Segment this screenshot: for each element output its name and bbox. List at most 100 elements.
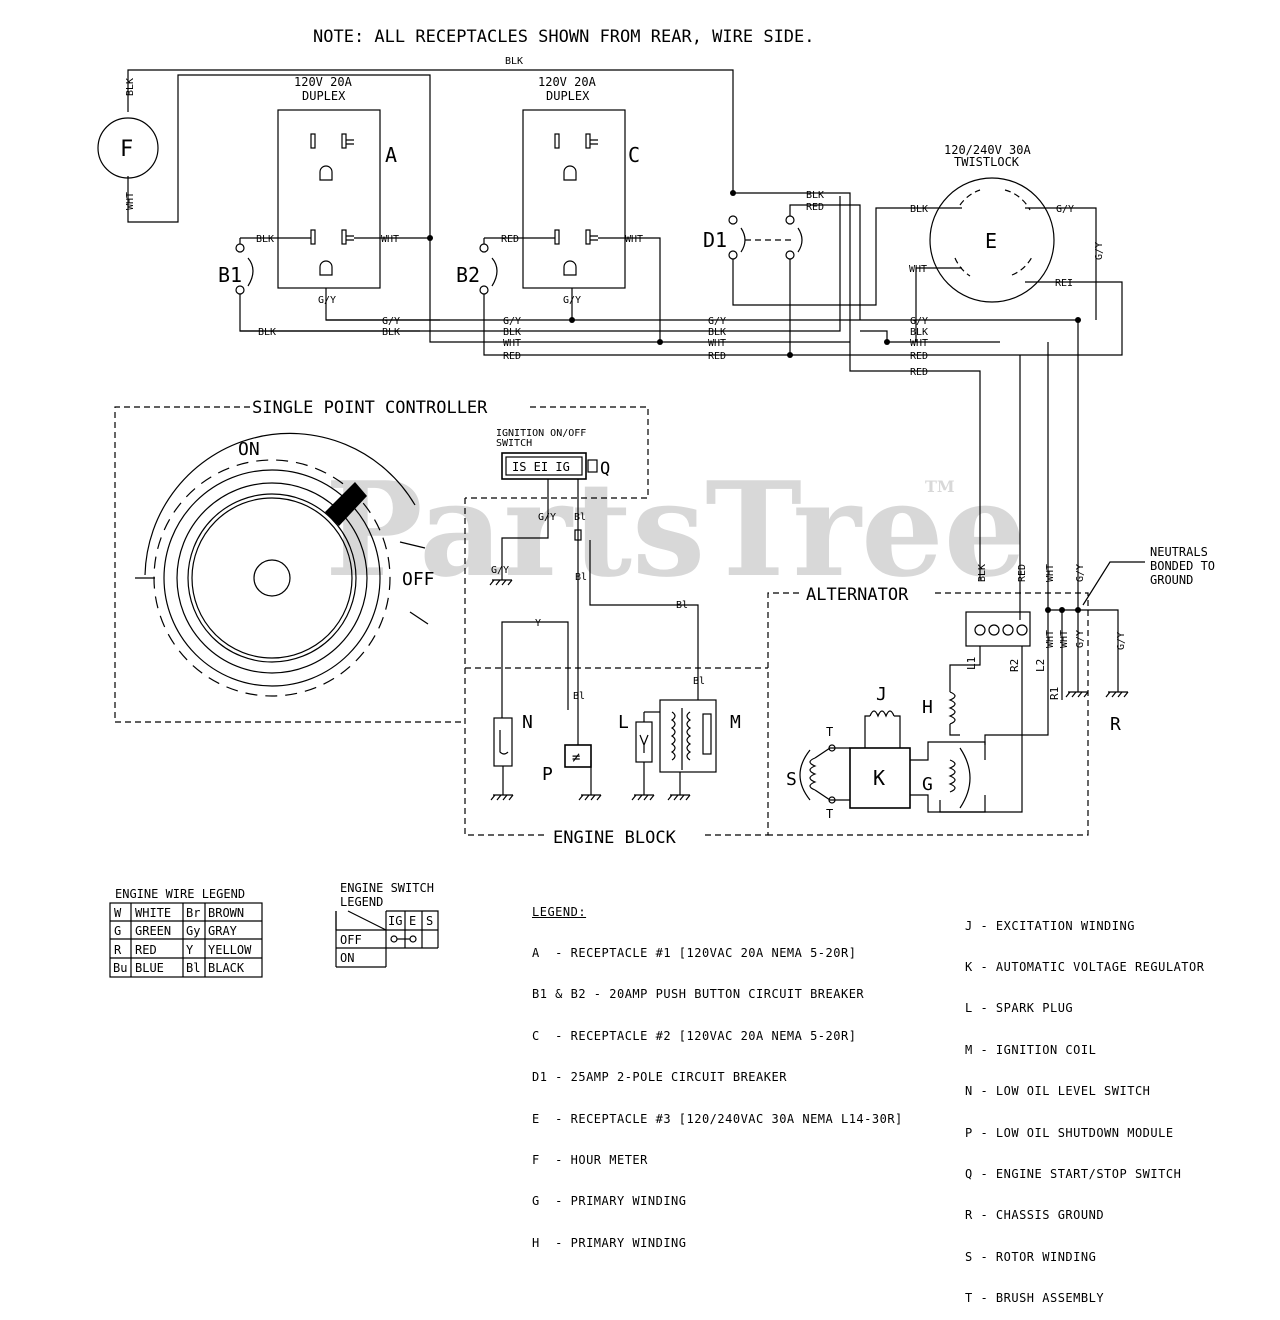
bus-label-blk-4: BLK bbox=[910, 327, 928, 338]
bus-label-gy-1: G/Y bbox=[382, 316, 400, 327]
wire-label-bl-2: Bl bbox=[575, 572, 587, 583]
bus-label-blk-2: BLK bbox=[503, 327, 521, 338]
bus-label-wht-2: WHT bbox=[503, 338, 521, 349]
avr-k-label: K bbox=[873, 766, 885, 790]
wire-legend-code: Bl bbox=[186, 961, 200, 975]
wire-legend-color: GREEN bbox=[135, 924, 171, 938]
brush-t-label-1: T bbox=[826, 725, 833, 739]
lead-label-r2: R2 bbox=[1008, 659, 1021, 672]
ignition-switch-text: IS EI IG bbox=[512, 460, 570, 474]
feeder-label-wht: WHT bbox=[1045, 564, 1056, 582]
wire-label-e-gy: G/Y bbox=[1056, 204, 1074, 215]
wire-label-b1-blk: BLK bbox=[258, 327, 276, 338]
wire-label-d1-blk: BLK bbox=[806, 190, 824, 201]
wire-label-a-blk: BLK bbox=[256, 234, 274, 245]
wire-label-sw-bl: Bl bbox=[574, 512, 586, 523]
wire-label-bl-5: Bl bbox=[693, 676, 705, 687]
wire-label-e-red: REI bbox=[1055, 278, 1073, 289]
bus-label-wht-3: WHT bbox=[708, 338, 726, 349]
wire-legend-code: R bbox=[114, 943, 122, 957]
legend-right: J - EXCITATION WINDING K - AUTOMATIC VOL… bbox=[965, 892, 1204, 1320]
chassis-ground-label: R bbox=[1110, 714, 1121, 735]
switch-legend-header-s: S bbox=[426, 914, 433, 928]
wiring-diagram: PartsTree TM NOTE: ALL RECEPTACLES SHOWN… bbox=[97, 27, 1215, 978]
ignition-coil-label: M bbox=[730, 712, 741, 733]
wire-legend-code: W bbox=[114, 906, 122, 920]
receptacle-e: 120/240V 30A TWISTLOCK E BLK WHT G/Y G/Y… bbox=[909, 143, 1123, 356]
bus-lines: G/Y BLK G/Y BLK WHT RED G/Y BLK WHT RED … bbox=[240, 196, 1081, 378]
feeder-label-blk: BLK bbox=[977, 564, 988, 582]
legend-right-item: J - EXCITATION WINDING bbox=[965, 918, 1135, 933]
bus-label-red-4: RED bbox=[910, 351, 928, 362]
legend-left-item: G - PRIMARY WINDING bbox=[532, 1194, 687, 1209]
switch-legend-title-2: LEGEND bbox=[340, 895, 383, 909]
legend-left-item: E - RECEPTACLE #3 [120/240VAC 30A NEMA L… bbox=[532, 1111, 903, 1126]
wire-legend-code: G bbox=[114, 924, 121, 938]
neutrals-label-1: NEUTRALS bbox=[1150, 545, 1208, 559]
winding-j-label: J bbox=[876, 684, 887, 705]
rotor-s-label: S bbox=[786, 769, 797, 790]
receptacle-c-letter: C bbox=[628, 143, 640, 167]
ignition-label-2: SWITCH bbox=[496, 438, 532, 449]
bus-label-blk-3: BLK bbox=[708, 327, 726, 338]
wire-legend-color: YELLOW bbox=[208, 943, 252, 957]
watermark-tm: TM bbox=[925, 477, 955, 496]
breaker-b1-label: B1 bbox=[218, 263, 242, 287]
ground-label-gy: G/Y bbox=[1116, 632, 1127, 650]
spark-plug-label: L bbox=[618, 712, 629, 733]
wire-legend-code: Gy bbox=[186, 924, 200, 938]
receptacle-e-letter: E bbox=[985, 229, 997, 253]
receptacle-a-rating: 120V 20A bbox=[294, 75, 353, 89]
alternator: ALTERNATOR NEUTRALS BONDED TO GROUND G/Y… bbox=[768, 545, 1215, 836]
switch-legend-title-1: ENGINE SWITCH bbox=[340, 881, 434, 895]
engine-wire-legend: ENGINE WIRE LEGEND W WHITE Br BROWN G GR… bbox=[109, 887, 263, 978]
watermark: PartsTree bbox=[325, 453, 1026, 606]
alternator-feeders: BLK RED WHT G/Y bbox=[977, 320, 1086, 620]
feeder-label-red: RED bbox=[1017, 564, 1028, 582]
bus-label-wht-4: WHT bbox=[910, 338, 928, 349]
spc-on-label: ON bbox=[238, 439, 260, 460]
engine-block: ENGINE BLOCK G/Y G/Y Bl Bl Bl Bl Bl Y N … bbox=[464, 479, 800, 848]
wire-label-a-wht: WHT bbox=[381, 234, 399, 245]
receptacle-a: 120V 20A DUPLEX A BLK WHT G/Y bbox=[240, 75, 440, 321]
wire-label-sw-gy2: G/Y bbox=[491, 565, 509, 576]
wire-label-c-wht: WHT bbox=[625, 234, 643, 245]
legend-right-item: P - LOW OIL SHUTDOWN MODULE bbox=[965, 1125, 1174, 1140]
lead-label-gy-2: G/Y bbox=[1075, 630, 1086, 648]
bus-label-blk-1: BLK bbox=[382, 327, 400, 338]
legend-left-item: D1 - 25AMP 2-POLE CIRCUIT BREAKER bbox=[532, 1070, 787, 1085]
legend-left-item: H - PRIMARY WINDING bbox=[532, 1235, 687, 1250]
wire-label-blk-top: BLK bbox=[505, 56, 523, 67]
legend-right-item: Q - ENGINE START/STOP SWITCH bbox=[965, 1166, 1182, 1181]
lead-label-r1: R1 bbox=[1048, 687, 1061, 700]
lead-label-l2: L2 bbox=[1034, 659, 1047, 672]
breaker-d1-label: D1 bbox=[703, 228, 727, 252]
brush-t-label-2: T bbox=[826, 807, 833, 821]
wire-legend-code: Br bbox=[186, 906, 200, 920]
wire-label-bl-3: Bl bbox=[676, 600, 688, 611]
bus-label-gy-3: G/Y bbox=[708, 316, 726, 327]
wire-label-e-wht: WHT bbox=[909, 264, 927, 275]
note-text: NOTE: ALL RECEPTACLES SHOWN FROM REAR, W… bbox=[313, 27, 815, 47]
bus-label-red-5: RED bbox=[910, 367, 928, 378]
wire-label-y: Y bbox=[535, 618, 541, 629]
wire-label-bl-4: Bl bbox=[573, 691, 585, 702]
legend-left: LEGEND: A - RECEPTACLE #1 [120VAC 20A NE… bbox=[532, 878, 903, 1264]
lead-label-wht-2: WHT bbox=[1059, 630, 1070, 648]
ignition-switch bbox=[501, 452, 587, 480]
legend-left-item: C - RECEPTACLE #2 [120VAC 20A NEMA 5-20R… bbox=[532, 1028, 857, 1043]
wire-legend-color: BLUE bbox=[135, 961, 164, 975]
wire-label-e-blk: BLK bbox=[910, 204, 928, 215]
wire-legend-color: BLACK bbox=[208, 961, 245, 975]
wire-label-f-wht: WHT bbox=[125, 192, 136, 210]
wire-label-c-red: RED bbox=[501, 234, 519, 245]
feeder-label-gy: G/Y bbox=[1075, 564, 1086, 582]
wire-legend-color: GRAY bbox=[208, 924, 238, 938]
wire-label-e-gy-v: G/Y bbox=[1094, 242, 1105, 260]
switch-legend-header-ig: IG bbox=[388, 914, 402, 928]
wire-label-f-blk: BLK bbox=[125, 78, 136, 96]
legend-left-item: F - HOUR METER bbox=[532, 1152, 648, 1167]
module-p-label: P bbox=[542, 764, 553, 785]
wire-legend-color: WHITE bbox=[135, 906, 171, 920]
hour-meter: F bbox=[97, 117, 159, 179]
